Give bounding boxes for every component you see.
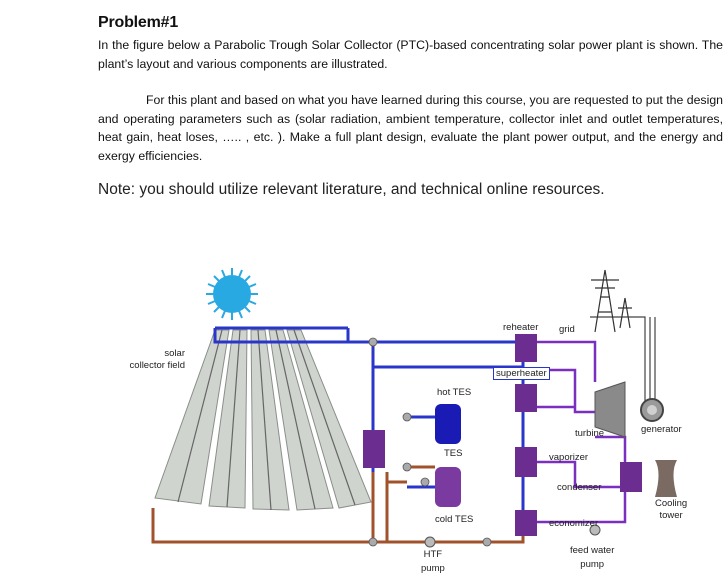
generator-icon — [640, 398, 664, 422]
label-cold-tes: cold TES — [435, 514, 474, 525]
label-htf-pump: HTF pump — [421, 549, 445, 574]
label-vaporizer: vaporizer — [549, 452, 589, 463]
cold-tes-tank — [435, 467, 461, 507]
problem-document: Problem#1 In the figure below a Paraboli… — [98, 14, 723, 199]
label-economizer: economizer — [549, 518, 599, 529]
heat-exchanger-stack — [515, 334, 537, 536]
htf-pump-icon — [424, 536, 436, 548]
valve-icons — [368, 337, 492, 547]
label-solar-collector-field: solar collector field — [129, 348, 185, 371]
csp-plant-figure: solar collector field hot TES TES cold T… — [125, 262, 728, 582]
feed-water-pump-icon — [589, 524, 601, 536]
label-superheater: superheater — [493, 367, 550, 380]
transmission-tower-icon — [591, 269, 632, 333]
problem-title: Problem#1 — [98, 14, 179, 31]
label-turbine: turbine — [575, 428, 605, 439]
turbine-icon — [594, 381, 626, 438]
plant-diagram — [151, 268, 677, 548]
grid-line — [590, 316, 656, 407]
label-generator: generator — [641, 424, 682, 435]
collector-troughs — [154, 329, 372, 511]
htf-heat-exchanger — [363, 430, 385, 468]
condenser-block — [620, 462, 642, 492]
collector-receivers — [177, 329, 356, 511]
label-hot-tes: hot TES — [437, 387, 472, 398]
note-text: Note: you should utilize relevant litera… — [98, 181, 605, 198]
label-grid: grid — [559, 324, 575, 335]
cooling-tower-icon — [655, 460, 677, 497]
label-tes: TES — [444, 448, 463, 459]
label-cooling-tower: Cooling tower — [655, 498, 688, 521]
intro-paragraph: In the figure below a Parabolic Trough S… — [98, 38, 723, 71]
label-condenser: condenser — [557, 482, 602, 493]
label-reheater: reheater — [503, 322, 539, 333]
label-feed-water-pump: feed water pump — [570, 545, 615, 570]
steam-water-pipes — [523, 340, 627, 524]
sun-icon — [206, 268, 258, 320]
task-paragraph: For this plant and based on what you hav… — [98, 93, 723, 163]
hot-tes-tank — [435, 404, 461, 444]
